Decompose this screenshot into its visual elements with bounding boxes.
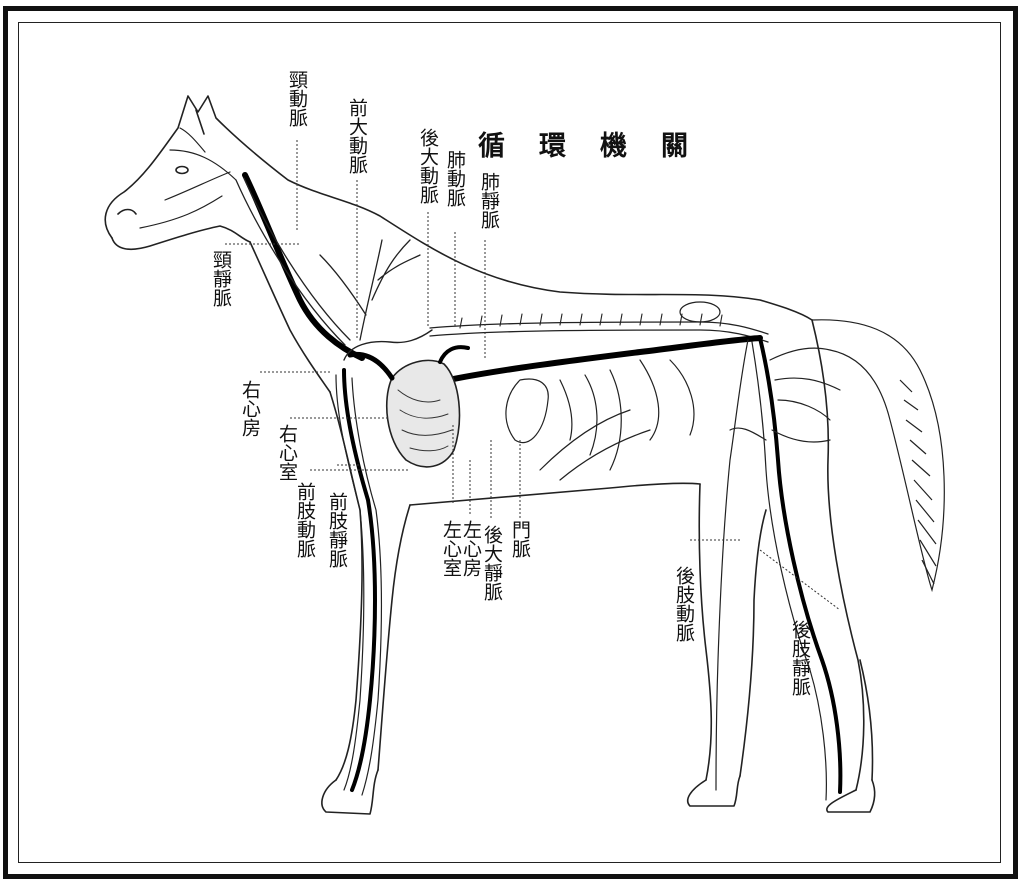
label-pulmonary-vein: 肺靜脈: [478, 172, 500, 229]
label-hindleg-artery-text: 後肢動脈: [673, 566, 695, 642]
label-pulmonary-artery: 肺動脈: [444, 150, 466, 207]
label-left-atrium-text: 左心房: [460, 520, 482, 577]
label-posterior-vena-cava: 後大靜脈: [481, 525, 503, 601]
label-right-atrium-text: 右心房: [239, 380, 261, 437]
label-posterior-aorta-text: 後大動脈: [417, 128, 439, 204]
label-left-ventricle: 左心室: [440, 520, 462, 577]
label-hindleg-artery: 後肢動脈: [673, 566, 695, 642]
label-left-atrium: 左心房: [460, 520, 482, 577]
label-anterior-aorta: 前大動脈: [346, 98, 368, 174]
label-foreleg-vein: 前肢靜脈: [326, 492, 348, 568]
label-portal-vein: 門脈: [509, 520, 531, 558]
label-foreleg-vein-text: 前肢靜脈: [326, 492, 348, 568]
label-hindleg-vein-text: 後肢靜脈: [789, 620, 811, 696]
label-right-ventricle-text: 右心室: [276, 424, 298, 481]
label-pulmonary-vein-text: 肺靜脈: [478, 172, 500, 229]
label-jugular-vein-text: 頸靜脈: [210, 250, 232, 307]
label-anterior-aorta-text: 前大動脈: [346, 98, 368, 174]
label-jugular-artery-text: 頸動脈: [286, 70, 308, 127]
label-foreleg-artery: 前肢動脈: [294, 482, 316, 558]
leader-lines: [225, 140, 840, 610]
label-jugular-artery: 頸動脈: [286, 70, 308, 127]
tail: [812, 320, 944, 590]
label-foreleg-artery-text: 前肢動脈: [294, 482, 316, 558]
diagram-title: 循環機關: [478, 131, 722, 162]
label-left-ventricle-text: 左心室: [440, 520, 462, 577]
label-hindleg-vein: 後肢靜脈: [789, 620, 811, 696]
label-pulmonary-artery-text: 肺動脈: [444, 150, 466, 207]
label-right-ventricle: 右心室: [276, 424, 298, 481]
label-posterior-aorta: 後大動脈: [417, 128, 439, 204]
label-posterior-vena-cava-text: 後大靜脈: [481, 525, 503, 601]
label-right-atrium: 右心房: [239, 380, 261, 437]
label-portal-vein-text: 門脈: [509, 520, 531, 558]
label-jugular-vein: 頸靜脈: [210, 250, 232, 307]
